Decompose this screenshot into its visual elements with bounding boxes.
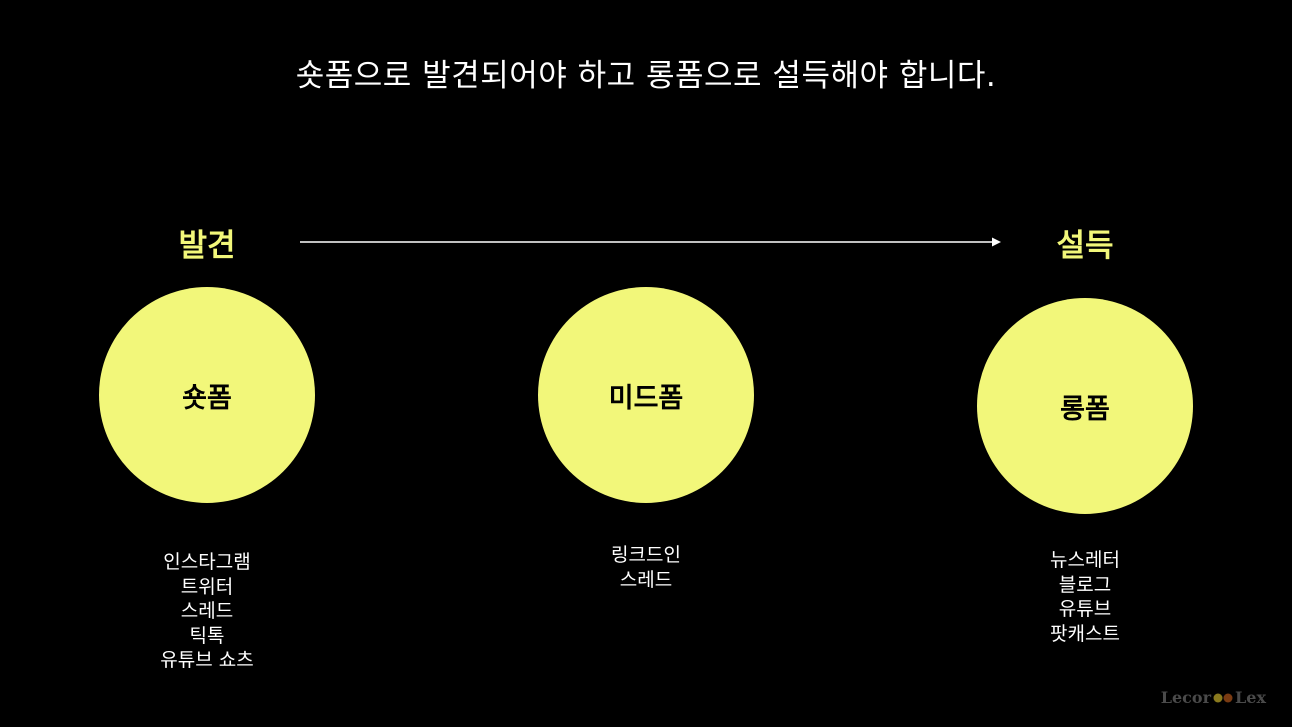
logo-dots-icon <box>1213 693 1233 702</box>
slide-headline: 숏폼으로 발견되어야 하고 롱폼으로 설득해야 합니다. <box>295 58 997 94</box>
stage-label-discover: 발견 <box>178 228 236 264</box>
brand-logo: Lecor Lex <box>1161 688 1266 707</box>
format-circle-long: 롱폼 <box>977 298 1193 514</box>
platform-item: 스레드 <box>180 600 234 622</box>
platform-list-short: 인스타그램 트위터 스레드 틱톡 유튜브 쇼츠 <box>97 550 317 673</box>
logo-text-right: Lex <box>1235 688 1266 707</box>
format-label-long: 롱폼 <box>1060 393 1110 425</box>
logo-text-left: Lecor <box>1160 688 1212 707</box>
stage-label-persuade: 설득 <box>1056 228 1114 264</box>
platform-item: 뉴스레터 <box>1050 549 1120 571</box>
platform-item: 유튜브 쇼츠 <box>160 649 254 671</box>
format-label-short: 숏폼 <box>182 382 232 414</box>
progression-arrow <box>300 237 1001 247</box>
format-label-mid: 미드폼 <box>608 382 684 414</box>
platform-list-long: 뉴스레터 블로그 유튜브 팟캐스트 <box>975 548 1195 646</box>
platform-item: 블로그 <box>1058 573 1112 596</box>
platform-item: 틱톡 <box>189 624 225 647</box>
platform-item: 스레드 <box>619 568 673 591</box>
format-circle-mid: 미드폼 <box>538 287 754 503</box>
platform-item: 트위터 <box>180 575 234 598</box>
platform-item: 팟캐스트 <box>1050 622 1120 645</box>
format-circle-short: 숏폼 <box>99 287 315 503</box>
platform-list-mid: 링크드인 스레드 <box>536 543 756 592</box>
platform-item: 인스타그램 <box>163 551 251 573</box>
platform-item: 유튜브 <box>1058 598 1112 620</box>
platform-item: 링크드인 <box>611 544 681 566</box>
